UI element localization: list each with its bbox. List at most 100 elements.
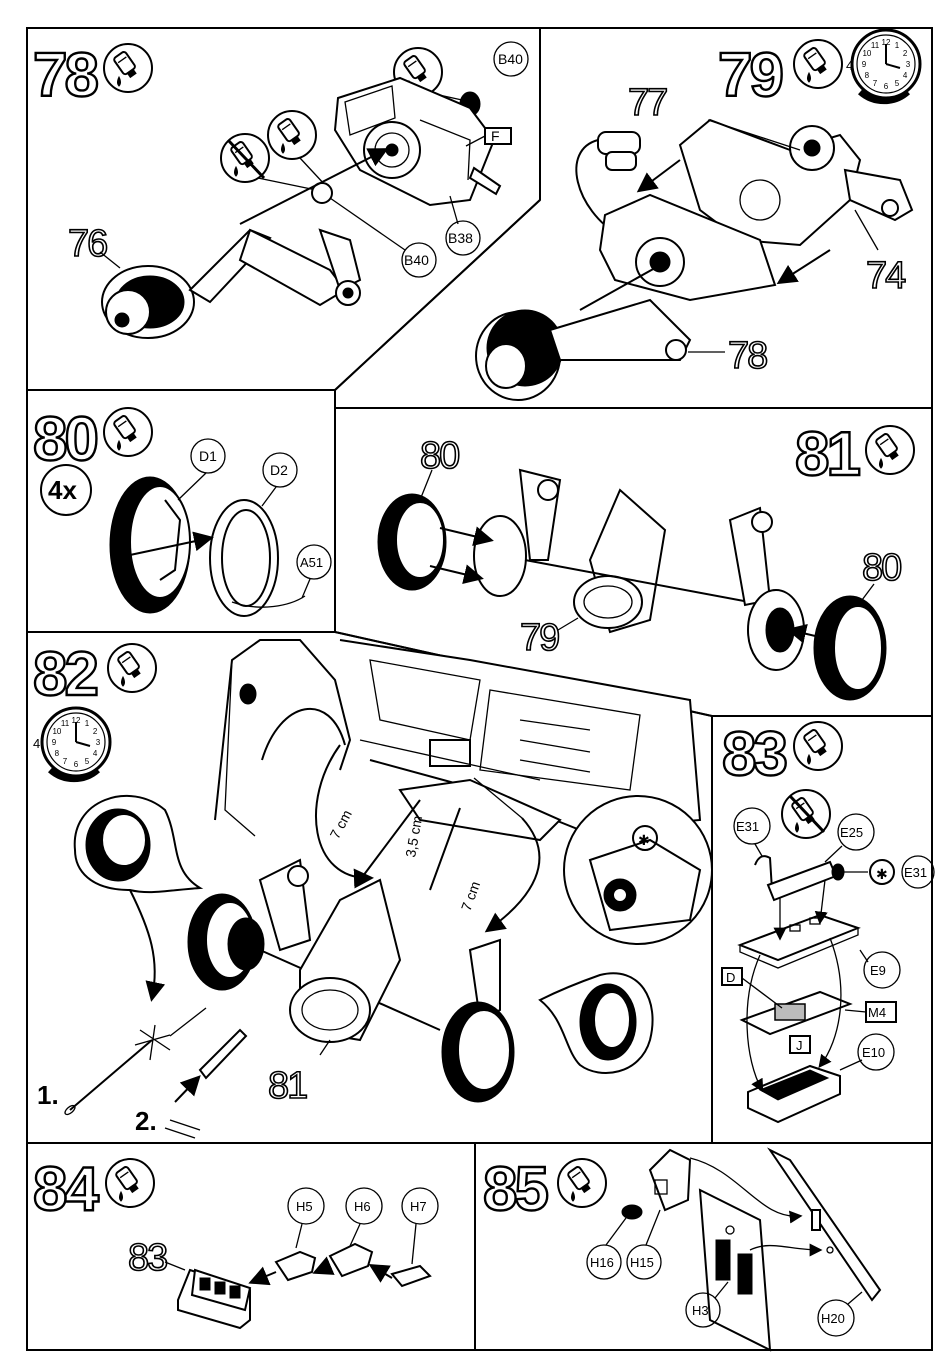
glue-tube-icon xyxy=(558,1159,606,1207)
step-85: 85 H15 H16 H3 H20 xyxy=(483,1150,880,1350)
instrument-panel-drawing xyxy=(178,1270,250,1328)
part-78: 78 xyxy=(728,335,767,377)
part-e31-left: E31 xyxy=(736,819,759,834)
part-81: 81 xyxy=(268,1065,307,1107)
star-icon-83: ✱ xyxy=(876,866,888,882)
glue-tube-icon xyxy=(268,111,316,159)
step-79: 79 4 77 74 xyxy=(476,30,920,400)
clock-numeral: 5 xyxy=(895,79,900,88)
glue-tube-icon xyxy=(866,426,914,474)
step-84-number: 84 xyxy=(33,1155,99,1224)
flag-f: F xyxy=(491,128,500,144)
clock-numeral: 2 xyxy=(93,727,98,736)
part-h7: H7 xyxy=(410,1199,427,1214)
part-h20: H20 xyxy=(821,1311,845,1326)
step-78: 78 B40 F B38 xyxy=(33,41,528,338)
part-m4: M4 xyxy=(868,1005,886,1020)
clock-numeral: 10 xyxy=(862,49,871,58)
step-81-number: 81 xyxy=(795,420,859,489)
step-82: 82 4 7 cm 3,5 cm 7 cm xyxy=(33,640,712,1138)
clock-numeral: 11 xyxy=(871,41,880,50)
step-78-number: 78 xyxy=(33,41,97,110)
part-h15: H15 xyxy=(630,1255,654,1270)
part-74: 74 xyxy=(866,255,906,297)
clock-numeral: 11 xyxy=(61,719,70,728)
step-83-number: 83 xyxy=(722,720,786,789)
clock-numeral: 3 xyxy=(96,738,101,747)
part-d2: D2 xyxy=(270,462,288,478)
part-e10: E10 xyxy=(862,1045,885,1060)
step-82-number: 82 xyxy=(33,640,96,709)
clock-marker-82: 4 xyxy=(33,736,40,751)
clock-numeral: 8 xyxy=(55,749,60,758)
glue-tube-icon xyxy=(108,644,156,692)
glue-tube-icon xyxy=(104,44,152,92)
part-h5: H5 xyxy=(296,1199,313,1214)
clock-numeral: 4 xyxy=(903,71,908,80)
step-80: 80 4x D1 D2 A51 xyxy=(33,405,331,616)
dim-7cm-right: 7 cm xyxy=(458,879,483,913)
e25-e31-drawing xyxy=(755,856,844,900)
step-83: 83 E31 E25 ✱ E31 E9 xyxy=(722,720,934,1122)
glue-tube-icon xyxy=(794,40,842,88)
dim-7cm-left: 7 cm xyxy=(327,807,355,841)
part-h16: H16 xyxy=(590,1255,614,1270)
part-80-left: 80 xyxy=(420,435,459,477)
step-80-number: 80 xyxy=(33,405,96,474)
clock-numeral: 8 xyxy=(865,71,870,80)
detail-bubble-left xyxy=(75,796,200,998)
detail-bubble-right xyxy=(540,973,653,1073)
step-79-number: 79 xyxy=(718,41,782,110)
clock-numeral: 3 xyxy=(906,60,911,69)
glue-tube-icon xyxy=(106,1159,154,1207)
part-e9: E9 xyxy=(870,963,886,978)
clock-marker-79: 4 xyxy=(846,58,853,73)
multiplier-4x: 4x xyxy=(48,475,77,505)
dim-3-5cm: 3,5 cm xyxy=(402,814,425,858)
part-h3: H3 xyxy=(692,1303,709,1318)
part-e31-right: E31 xyxy=(904,865,927,880)
clock-numeral: 5 xyxy=(85,757,90,766)
glue-tube-icon xyxy=(794,722,842,770)
m4-plate-drawing xyxy=(742,992,850,1034)
step-2-label: 2. xyxy=(135,1106,157,1136)
h20-panel-drawing xyxy=(770,1150,880,1300)
clock-numeral: 1 xyxy=(895,41,900,50)
clock-numeral: 6 xyxy=(884,82,889,91)
part-e25: E25 xyxy=(840,825,863,840)
h15-bracket-drawing xyxy=(650,1150,690,1210)
part-79: 79 xyxy=(520,617,559,659)
e10-base-drawing xyxy=(748,1066,840,1122)
clock-numeral: 6 xyxy=(74,760,79,769)
part-d1: D1 xyxy=(199,448,217,464)
clock-numeral: 4 xyxy=(93,749,98,758)
clock-numeral: 12 xyxy=(882,38,891,47)
step-85-number: 85 xyxy=(483,1155,547,1224)
clock-numeral: 10 xyxy=(52,727,61,736)
axle-drawing xyxy=(102,230,360,338)
part-a51: A51 xyxy=(300,555,323,570)
flag-j: J xyxy=(796,1038,803,1053)
clock-numeral: 9 xyxy=(862,60,867,69)
step-1-label: 1. xyxy=(37,1080,59,1110)
step-84: 84 83 H5 H6 H7 xyxy=(33,1155,438,1328)
glue-tube-icon xyxy=(104,408,152,456)
clock-numeral: 12 xyxy=(72,716,81,725)
part-80-right: 80 xyxy=(862,547,901,589)
flag-d: D xyxy=(726,970,735,985)
gearbox-drawing: F xyxy=(335,78,511,205)
part-b40-top: B40 xyxy=(498,51,523,67)
clock-numeral: 1 xyxy=(85,719,90,728)
no-glue-icon xyxy=(782,790,830,838)
h3-plate-drawing xyxy=(700,1190,770,1350)
detail-bubble-engine: ✱ xyxy=(564,796,712,944)
star-icon: ✱ xyxy=(638,832,650,848)
part-b40-bottom: B40 xyxy=(404,252,429,268)
no-glue-icon xyxy=(221,134,269,182)
clock-numeral: 9 xyxy=(52,738,57,747)
part-83: 83 xyxy=(128,1237,167,1279)
part-77: 77 xyxy=(628,82,667,124)
part-b38: B38 xyxy=(448,230,473,246)
clock-numeral: 2 xyxy=(903,49,908,58)
